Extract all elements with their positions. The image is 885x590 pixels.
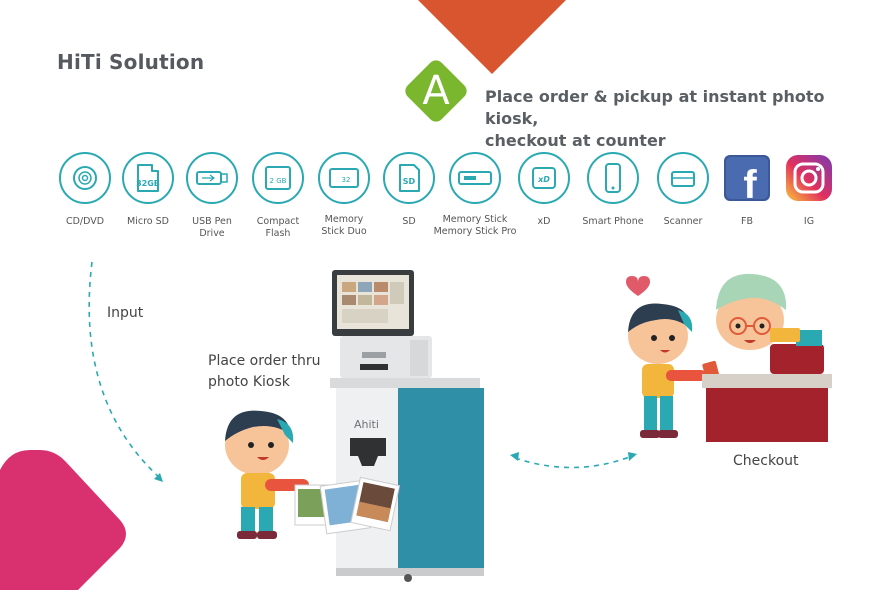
badge-a-diamond: [405, 60, 467, 122]
sd-card-badge: SD: [403, 177, 416, 186]
sd-card-icon: SD: [383, 152, 435, 204]
compact-flash-badge: 2 GB: [270, 177, 287, 185]
xd-card-icon: xD: [518, 152, 570, 204]
checkout-label: Checkout: [733, 453, 799, 469]
input-arrow: [88, 261, 161, 479]
photo-kiosk-illustration: Ahiti: [330, 270, 484, 582]
disc-icon: [59, 152, 111, 204]
kiosk-label: Place order thru photo Kiosk: [208, 353, 321, 390]
label-cd-dvd: CD/DVD: [65, 216, 105, 227]
label-xd: xD: [537, 216, 551, 227]
compact-flash-icon: 2 GB: [252, 152, 304, 204]
page-title: HiTi Solution: [57, 50, 205, 74]
instagram-icon: [786, 155, 832, 201]
checkout-arrow: [514, 455, 633, 469]
memory-stick-icon: [449, 152, 501, 204]
micro-sd-icon: 32GB: [122, 152, 174, 204]
facebook-icon: f: [724, 155, 770, 202]
label-fb: FB: [741, 216, 753, 227]
label-ig: IG: [803, 216, 815, 227]
memory-stick-duo-badge: 32: [342, 176, 351, 184]
smartphone-icon: [587, 152, 639, 204]
label-micro-sd: Micro SD: [127, 216, 169, 227]
heart-icon: [626, 276, 650, 296]
micro-sd-badge: 32GB: [136, 179, 160, 188]
input-label: Input: [107, 305, 144, 321]
kiosk-brand: Ahiti: [354, 418, 379, 431]
label-sd: SD: [402, 216, 416, 227]
checkout-counter-illustration: [626, 273, 832, 442]
scanner-icon: [657, 152, 709, 204]
label-smart-phone: Smart Phone: [582, 216, 644, 227]
label-scanner: Scanner: [663, 216, 703, 227]
usb-drive-icon: [186, 152, 238, 204]
badge-letter: A: [422, 68, 450, 114]
headline-line2: checkout at counter: [485, 131, 666, 150]
headline-line1: Place order & pickup at instant photo ki…: [485, 87, 825, 128]
customer-with-photos-illustration: [225, 410, 401, 539]
facebook-badge: f: [743, 163, 757, 202]
headline: Place order & pickup at instant photo ki…: [485, 86, 875, 152]
memory-stick-duo-icon: 32: [318, 152, 370, 204]
xd-card-badge: xD: [537, 175, 550, 184]
